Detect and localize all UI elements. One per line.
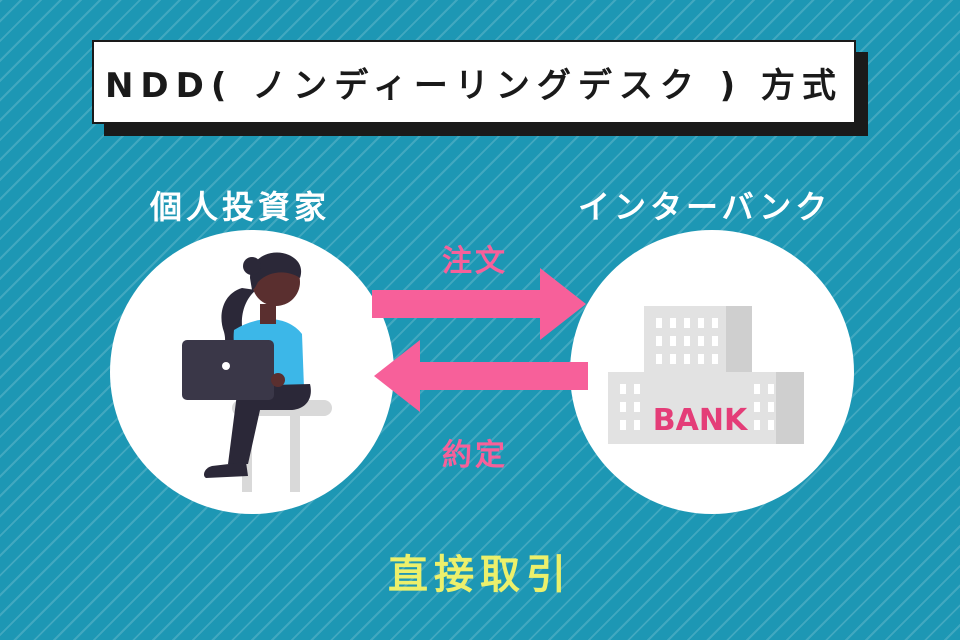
order-label: 注文 [442,244,508,279]
investor-illustration [182,252,332,492]
page-title: NDD( ノンディーリングデスク ) 方式 [104,65,844,106]
person-pants [228,384,311,464]
bank-text: BANK [653,403,749,438]
right-arrow-icon [372,268,586,340]
interbank-label: インターバンク [578,188,832,226]
investor-label: 個人投資家 [150,188,331,226]
flow-arrows [372,268,588,412]
interbank-circle: BANK [570,230,854,514]
title-box: NDD( ノンディーリングデスク ) 方式 [92,40,856,124]
laptop-icon [182,340,274,400]
direct-trade-label: 直接取引 [388,552,572,598]
investor-circle [110,230,394,514]
bank-building-icon: BANK [608,306,804,444]
left-arrow-icon [374,340,588,412]
contract-label: 約定 [442,438,508,473]
